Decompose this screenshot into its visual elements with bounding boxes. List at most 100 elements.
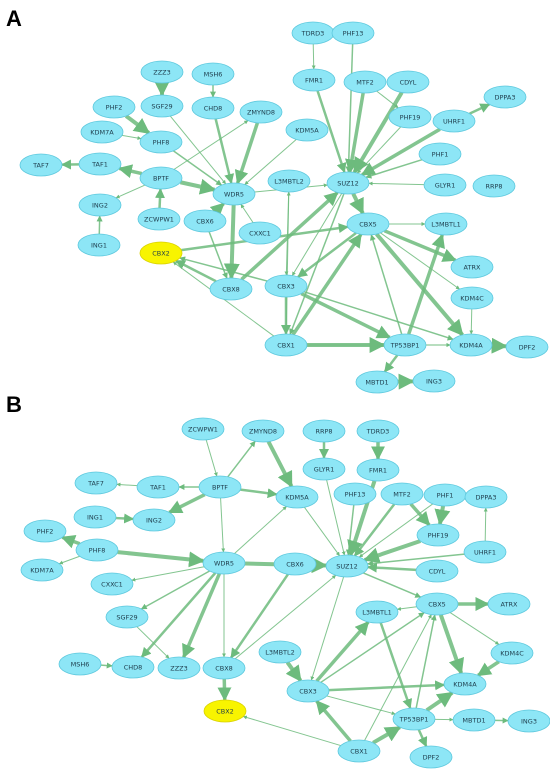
node-ellipse <box>412 369 456 393</box>
node-suz12[interactable]: SUZ12 <box>325 554 369 578</box>
node-cbx8[interactable]: CBX8 <box>209 277 253 301</box>
node-mtf2[interactable]: MTF2 <box>343 70 387 94</box>
node-chd8[interactable]: CHD8 <box>191 96 235 120</box>
node-ing2[interactable]: ING2 <box>78 193 122 217</box>
node-fmr1[interactable]: FMR1 <box>292 68 336 92</box>
node-l3mbtl2[interactable]: L3MBTL2 <box>258 640 302 664</box>
node-cbx6[interactable]: CBX6 <box>183 209 227 233</box>
node-bptf[interactable]: BPTF <box>139 166 183 190</box>
node-cdyl[interactable]: CDYL <box>415 559 459 583</box>
node-label: CHD8 <box>124 664 143 672</box>
node-phf19[interactable]: PHF19 <box>388 105 432 129</box>
node-atrx[interactable]: ATRX <box>487 592 531 616</box>
node-ing1[interactable]: ING1 <box>77 233 121 257</box>
node-l3mbtl1[interactable]: L3MBTL1 <box>424 212 468 236</box>
node-cbx5[interactable]: CBX5 <box>346 212 390 236</box>
node-kdm4a[interactable]: KDM4A <box>449 333 493 357</box>
node-phf2[interactable]: PHF2 <box>92 95 136 119</box>
node-uhrf1[interactable]: UHRF1 <box>463 540 507 564</box>
node-mbtd1[interactable]: MBTD1 <box>452 708 496 732</box>
node-tp53bp1[interactable]: TP53BP1 <box>383 333 427 357</box>
node-glyr1[interactable]: GLYR1 <box>423 173 467 197</box>
node-dpf2[interactable]: DPF2 <box>409 745 453 769</box>
node-ellipse <box>136 475 180 499</box>
node-cbx1[interactable]: CBX1 <box>337 739 381 763</box>
node-cbx3[interactable]: CBX3 <box>286 679 330 703</box>
edge-cdyl-suz12 <box>352 91 404 174</box>
edge-zcwpw1-bptf <box>155 187 166 209</box>
node-rrp8[interactable]: RRP8 <box>472 174 516 198</box>
node-mtf2[interactable]: MTF2 <box>380 482 424 506</box>
node-kdm4c[interactable]: KDM4C <box>450 286 494 310</box>
node-cbx8[interactable]: CBX8 <box>202 656 246 680</box>
node-msh6[interactable]: MSH6 <box>58 652 102 676</box>
node-ellipse <box>140 60 184 84</box>
node-phf1[interactable]: PHF1 <box>418 142 462 166</box>
node-taf1[interactable]: TAF1 <box>78 152 122 176</box>
node-kdm5a[interactable]: KDM5A <box>275 485 319 509</box>
node-phf13[interactable]: PHF13 <box>333 482 377 506</box>
node-l3mbtl2[interactable]: L3MBTL2 <box>267 169 311 193</box>
node-label: UHRF1 <box>443 118 465 126</box>
node-ing3[interactable]: ING3 <box>412 369 456 393</box>
node-sgf29[interactable]: SGF29 <box>140 94 184 118</box>
node-cbx2[interactable]: CBX2 <box>203 699 247 723</box>
node-phf8[interactable]: PHF8 <box>75 538 119 562</box>
node-uhrf1[interactable]: UHRF1 <box>432 109 476 133</box>
node-taf7[interactable]: TAF7 <box>74 471 118 495</box>
node-atrx[interactable]: ATRX <box>450 255 494 279</box>
node-dpf2[interactable]: DPF2 <box>505 335 549 359</box>
node-ing1[interactable]: ING1 <box>73 505 117 529</box>
node-kdm7a[interactable]: KDM7A <box>20 558 64 582</box>
node-msh6[interactable]: MSH6 <box>191 62 235 86</box>
node-sgf29[interactable]: SGF29 <box>105 605 149 629</box>
node-cbx3[interactable]: CBX3 <box>264 274 308 298</box>
node-glyr1[interactable]: GLYR1 <box>302 457 346 481</box>
node-zzz3[interactable]: ZZZ3 <box>157 656 201 680</box>
node-cxxc1[interactable]: CXXC1 <box>90 572 134 596</box>
node-l3mbtl1[interactable]: L3MBTL1 <box>355 600 399 624</box>
node-ing2[interactable]: ING2 <box>132 508 176 532</box>
node-phf13[interactable]: PHF13 <box>331 21 375 45</box>
node-bptf[interactable]: BPTF <box>198 475 242 499</box>
node-tp53bp1[interactable]: TP53BP1 <box>392 707 436 731</box>
node-taf1[interactable]: TAF1 <box>136 475 180 499</box>
node-chd8[interactable]: CHD8 <box>111 655 155 679</box>
node-ing3[interactable]: ING3 <box>507 709 550 733</box>
node-cbx1[interactable]: CBX1 <box>264 333 308 357</box>
node-cbx2[interactable]: CBX2 <box>139 241 183 265</box>
node-phf2[interactable]: PHF2 <box>23 519 67 543</box>
node-taf7[interactable]: TAF7 <box>19 153 63 177</box>
node-kdm5a[interactable]: KDM5A <box>285 118 329 142</box>
node-tdrd3[interactable]: TDRD3 <box>291 21 335 45</box>
node-kdm4c[interactable]: KDM4C <box>490 641 534 665</box>
node-zmynd8[interactable]: ZMYND8 <box>239 100 283 124</box>
node-dppa3[interactable]: DPPA3 <box>483 85 527 109</box>
node-zmynd8[interactable]: ZMYND8 <box>241 419 285 443</box>
edge-cbx3-l3mbtl1 <box>315 620 370 683</box>
node-phf8[interactable]: PHF8 <box>139 130 183 154</box>
edge-cbx8-cbx2 <box>175 259 217 283</box>
node-zzz3[interactable]: ZZZ3 <box>140 60 184 84</box>
node-wdr5[interactable]: WDR5 <box>212 182 256 206</box>
node-kdm4a[interactable]: KDM4A <box>443 672 487 696</box>
node-tdrd3[interactable]: TDRD3 <box>356 419 400 443</box>
edge-cbx3-tp53bp1 <box>300 291 392 340</box>
node-wdr5[interactable]: WDR5 <box>202 551 246 575</box>
node-fmr1[interactable]: FMR1 <box>356 458 400 482</box>
node-cdyl[interactable]: CDYL <box>386 70 430 94</box>
node-phf19[interactable]: PHF19 <box>416 523 460 547</box>
node-cbx6[interactable]: CBX6 <box>273 552 317 576</box>
node-mbtd1[interactable]: MBTD1 <box>355 370 399 394</box>
node-suz12[interactable]: SUZ12 <box>326 171 370 195</box>
node-zcwpw1[interactable]: ZCWPW1 <box>137 207 181 231</box>
node-label: SGF29 <box>151 103 172 111</box>
node-cxxc1[interactable]: CXXC1 <box>238 221 282 245</box>
node-rrp8[interactable]: RRP8 <box>302 419 346 443</box>
node-label: ZMYND8 <box>249 428 277 436</box>
node-dppa3[interactable]: DPPA3 <box>464 485 508 509</box>
node-zcwpw1[interactable]: ZCWPW1 <box>181 417 225 441</box>
node-phf1[interactable]: PHF1 <box>423 483 467 507</box>
node-kdm7a[interactable]: KDM7A <box>80 120 124 144</box>
node-cbx5[interactable]: CBX5 <box>415 592 459 616</box>
